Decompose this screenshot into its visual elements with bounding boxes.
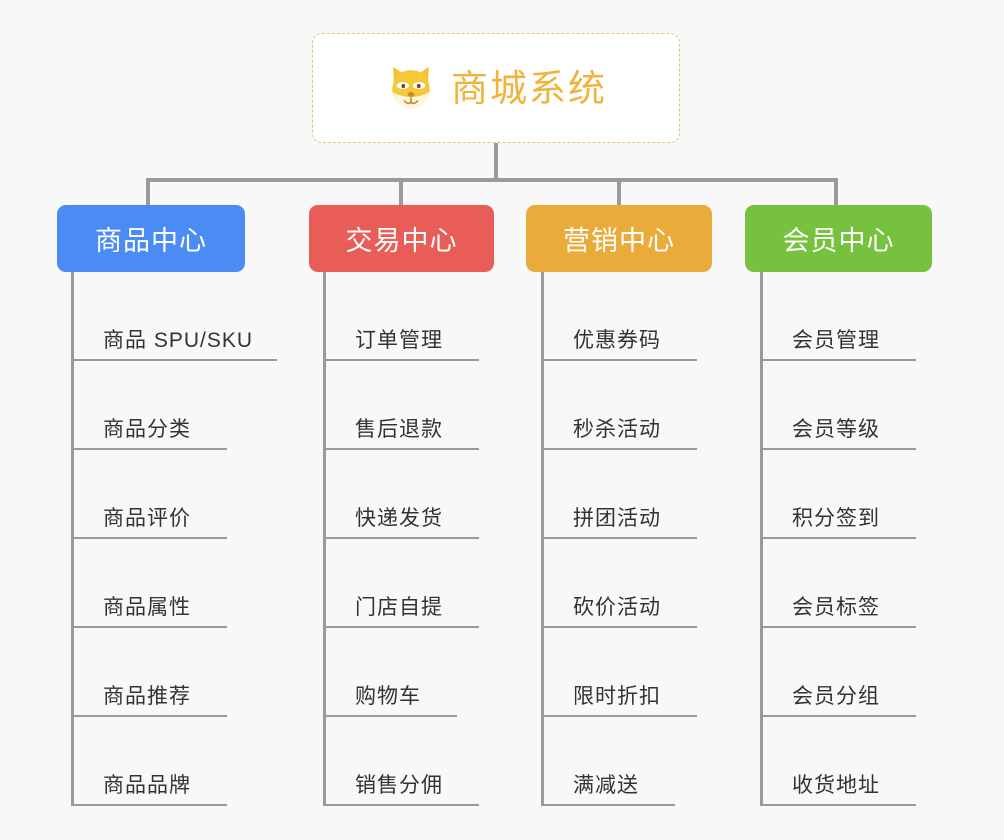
leaf-item-label: 商品评价 <box>103 506 191 530</box>
leaf-item[interactable]: 积分签到 <box>760 450 916 539</box>
category-box-3[interactable]: 营销中心 <box>526 205 712 272</box>
leaf-item-label: 商品品牌 <box>103 773 191 797</box>
leaf-item-label: 拼团活动 <box>573 506 661 530</box>
leaf-item-label: 秒杀活动 <box>573 417 661 441</box>
root-title: 商城系统 <box>451 67 607 109</box>
leaf-item-label: 会员等级 <box>792 417 880 441</box>
leaf-item[interactable]: 销售分佣 <box>323 717 479 806</box>
category-label: 营销中心 <box>563 226 675 256</box>
connector-drop-2 <box>399 178 403 207</box>
leaf-item[interactable]: 商品 SPU/SKU <box>71 272 277 361</box>
leaf-item-label: 砍价活动 <box>573 595 661 619</box>
leaf-item-label: 商品分类 <box>103 417 191 441</box>
leaf-item[interactable]: 商品推荐 <box>71 628 227 717</box>
leaf-item[interactable]: 商品属性 <box>71 539 227 628</box>
connector-root-stem <box>494 143 498 180</box>
leaf-item-label: 会员标签 <box>792 595 880 619</box>
leaf-item-label: 订单管理 <box>355 328 443 352</box>
leaf-item[interactable]: 秒杀活动 <box>541 361 697 450</box>
connector-rail <box>146 178 838 182</box>
leaf-item[interactable]: 会员标签 <box>760 539 916 628</box>
leaf-item-label: 优惠券码 <box>573 328 661 352</box>
leaf-item-label: 满减送 <box>573 773 639 797</box>
category-box-4[interactable]: 会员中心 <box>745 205 932 272</box>
leaf-item-label: 收货地址 <box>792 773 880 797</box>
leaf-item[interactable]: 会员管理 <box>760 272 916 361</box>
column-spine <box>71 272 74 806</box>
leaf-item-label: 销售分佣 <box>355 773 443 797</box>
connector-drop-1 <box>146 178 150 207</box>
category-label: 会员中心 <box>782 226 895 256</box>
leaf-item[interactable]: 商品品牌 <box>71 717 227 806</box>
leaf-item[interactable]: 优惠券码 <box>541 272 697 361</box>
leaf-item[interactable]: 订单管理 <box>323 272 479 361</box>
category-label: 交易中心 <box>345 226 458 256</box>
connector-drop-4 <box>834 178 838 207</box>
leaf-item-label: 商品 SPU/SKU <box>103 328 254 352</box>
leaf-item-label: 会员管理 <box>792 328 880 352</box>
leaf-item-label: 积分签到 <box>792 506 880 530</box>
leaf-item[interactable]: 收货地址 <box>760 717 916 806</box>
leaf-item-label: 会员分组 <box>792 684 880 708</box>
leaf-item-label: 商品属性 <box>103 595 191 619</box>
leaf-item[interactable]: 限时折扣 <box>541 628 697 717</box>
leaf-item-label: 购物车 <box>355 684 421 708</box>
leaf-item[interactable]: 满减送 <box>541 717 675 806</box>
column-spine <box>541 272 544 806</box>
leaf-item[interactable]: 会员分组 <box>760 628 916 717</box>
leaf-item-label: 商品推荐 <box>103 684 191 708</box>
shiba-dog-face-icon <box>392 66 430 109</box>
leaf-item-label: 快递发货 <box>355 506 443 530</box>
category-box-1[interactable]: 商品中心 <box>57 205 245 272</box>
leaf-item[interactable]: 拼团活动 <box>541 450 697 539</box>
leaf-item[interactable]: 门店自提 <box>323 539 479 628</box>
leaf-item-label: 限时折扣 <box>573 684 661 708</box>
connector-drop-3 <box>617 178 621 207</box>
leaf-item[interactable]: 购物车 <box>323 628 457 717</box>
leaf-item[interactable]: 售后退款 <box>323 361 479 450</box>
leaf-item-label: 门店自提 <box>355 595 443 619</box>
leaf-item-label: 售后退款 <box>355 417 443 441</box>
leaf-item[interactable]: 会员等级 <box>760 361 916 450</box>
category-label: 商品中心 <box>95 226 207 256</box>
column-spine <box>760 272 763 806</box>
root-node[interactable]: 商城系统 <box>312 33 680 143</box>
leaf-item[interactable]: 商品评价 <box>71 450 227 539</box>
leaf-item[interactable]: 砍价活动 <box>541 539 697 628</box>
category-box-2[interactable]: 交易中心 <box>309 205 494 272</box>
leaf-item[interactable]: 快递发货 <box>323 450 479 539</box>
column-spine <box>323 272 326 806</box>
leaf-item[interactable]: 商品分类 <box>71 361 227 450</box>
